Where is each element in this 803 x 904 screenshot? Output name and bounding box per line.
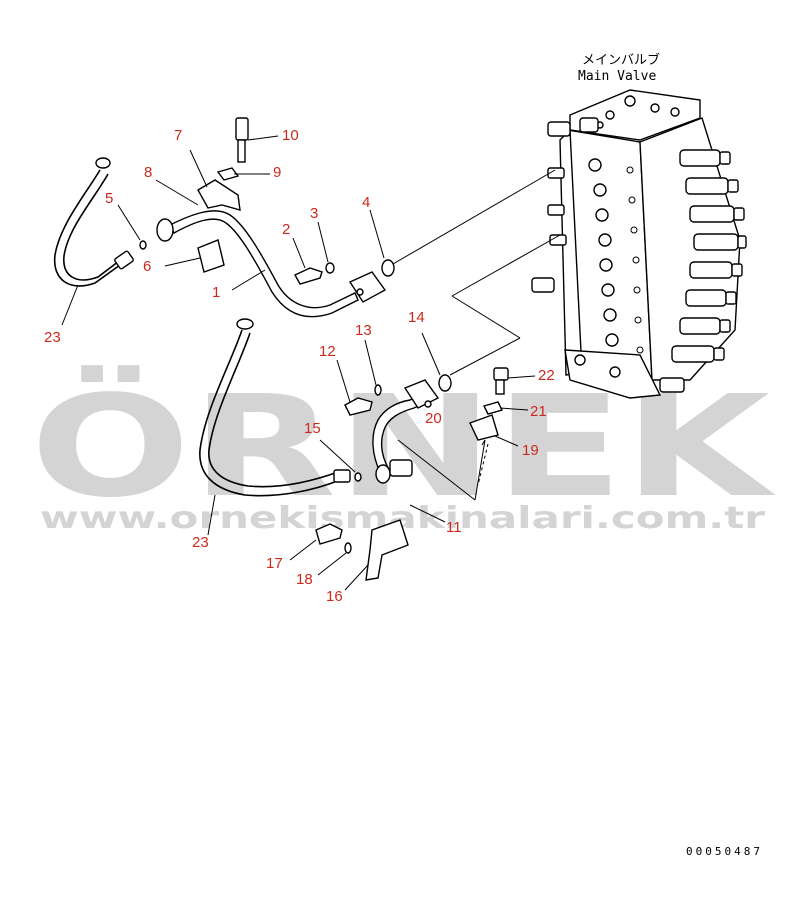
oring-5: [139, 240, 147, 250]
callouts: 1 2 3 4 5 6 7 8 9 10 11 12 13 14 15 16 1…: [44, 127, 555, 605]
main-valve: [531, 89, 747, 399]
bracket-6: [197, 239, 225, 273]
main-valve-label: メインバルブ Main Valve: [578, 52, 660, 84]
valve-left-fittings: [531, 167, 567, 293]
callout-19: 19: [522, 442, 539, 459]
bolt-2: [294, 267, 323, 285]
hose-23-lower: [199, 318, 351, 497]
washer-21: [482, 401, 504, 415]
clamp-7: [197, 179, 241, 211]
oring-14: [438, 374, 452, 392]
washer-3: [325, 262, 335, 274]
callout-10: 10: [282, 127, 299, 144]
callout-23-lower: 23: [192, 534, 209, 551]
callout-6: 6: [143, 258, 151, 275]
callout-16: 16: [326, 588, 343, 605]
callout-4: 4: [362, 194, 370, 211]
callout-13: 13: [355, 322, 372, 339]
pipe-1: [169, 210, 359, 318]
valve-front-ports: [588, 158, 644, 354]
callout-20: 20: [425, 410, 442, 427]
lower-pipe-assembly: [315, 367, 509, 581]
callout-3: 3: [310, 205, 318, 222]
callout-18: 18: [296, 571, 313, 588]
callout-7: 7: [174, 127, 182, 144]
callout-2: 2: [282, 221, 290, 238]
bolt-12: [344, 397, 373, 416]
callout-1: 1: [212, 284, 220, 301]
callout-11: 11: [446, 519, 462, 536]
oring-4: [381, 259, 395, 277]
callout-17: 17: [266, 555, 283, 572]
washer-13: [374, 384, 382, 396]
callout-8: 8: [144, 164, 152, 181]
callout-21: 21: [530, 403, 547, 420]
connection-lines: [392, 169, 561, 501]
main-valve-label-jp: メインバルブ: [582, 52, 660, 68]
bolt-17: [315, 523, 343, 545]
main-valve-label-en: Main Valve: [578, 69, 656, 84]
clamp-19: [469, 414, 499, 441]
callout-14: 14: [408, 309, 425, 326]
upper-pipe-assembly: [139, 117, 395, 318]
bolt-22: [493, 367, 509, 381]
callout-9: 9: [273, 164, 281, 181]
callout-23-upper: 23: [44, 329, 61, 346]
washer-18: [344, 542, 352, 554]
washer-9: [216, 167, 240, 181]
bolt-10: [235, 117, 249, 141]
leader-lines: [61, 135, 536, 591]
document-number: 00050487: [686, 845, 763, 858]
bracket-16: [365, 519, 409, 581]
hose-23-upper: [53, 157, 134, 287]
oring-15: [354, 472, 362, 482]
callout-15: 15: [304, 420, 321, 437]
callout-22: 22: [538, 367, 555, 384]
callout-5: 5: [105, 190, 113, 207]
valve-spools: [671, 149, 747, 363]
callout-12: 12: [319, 343, 336, 360]
